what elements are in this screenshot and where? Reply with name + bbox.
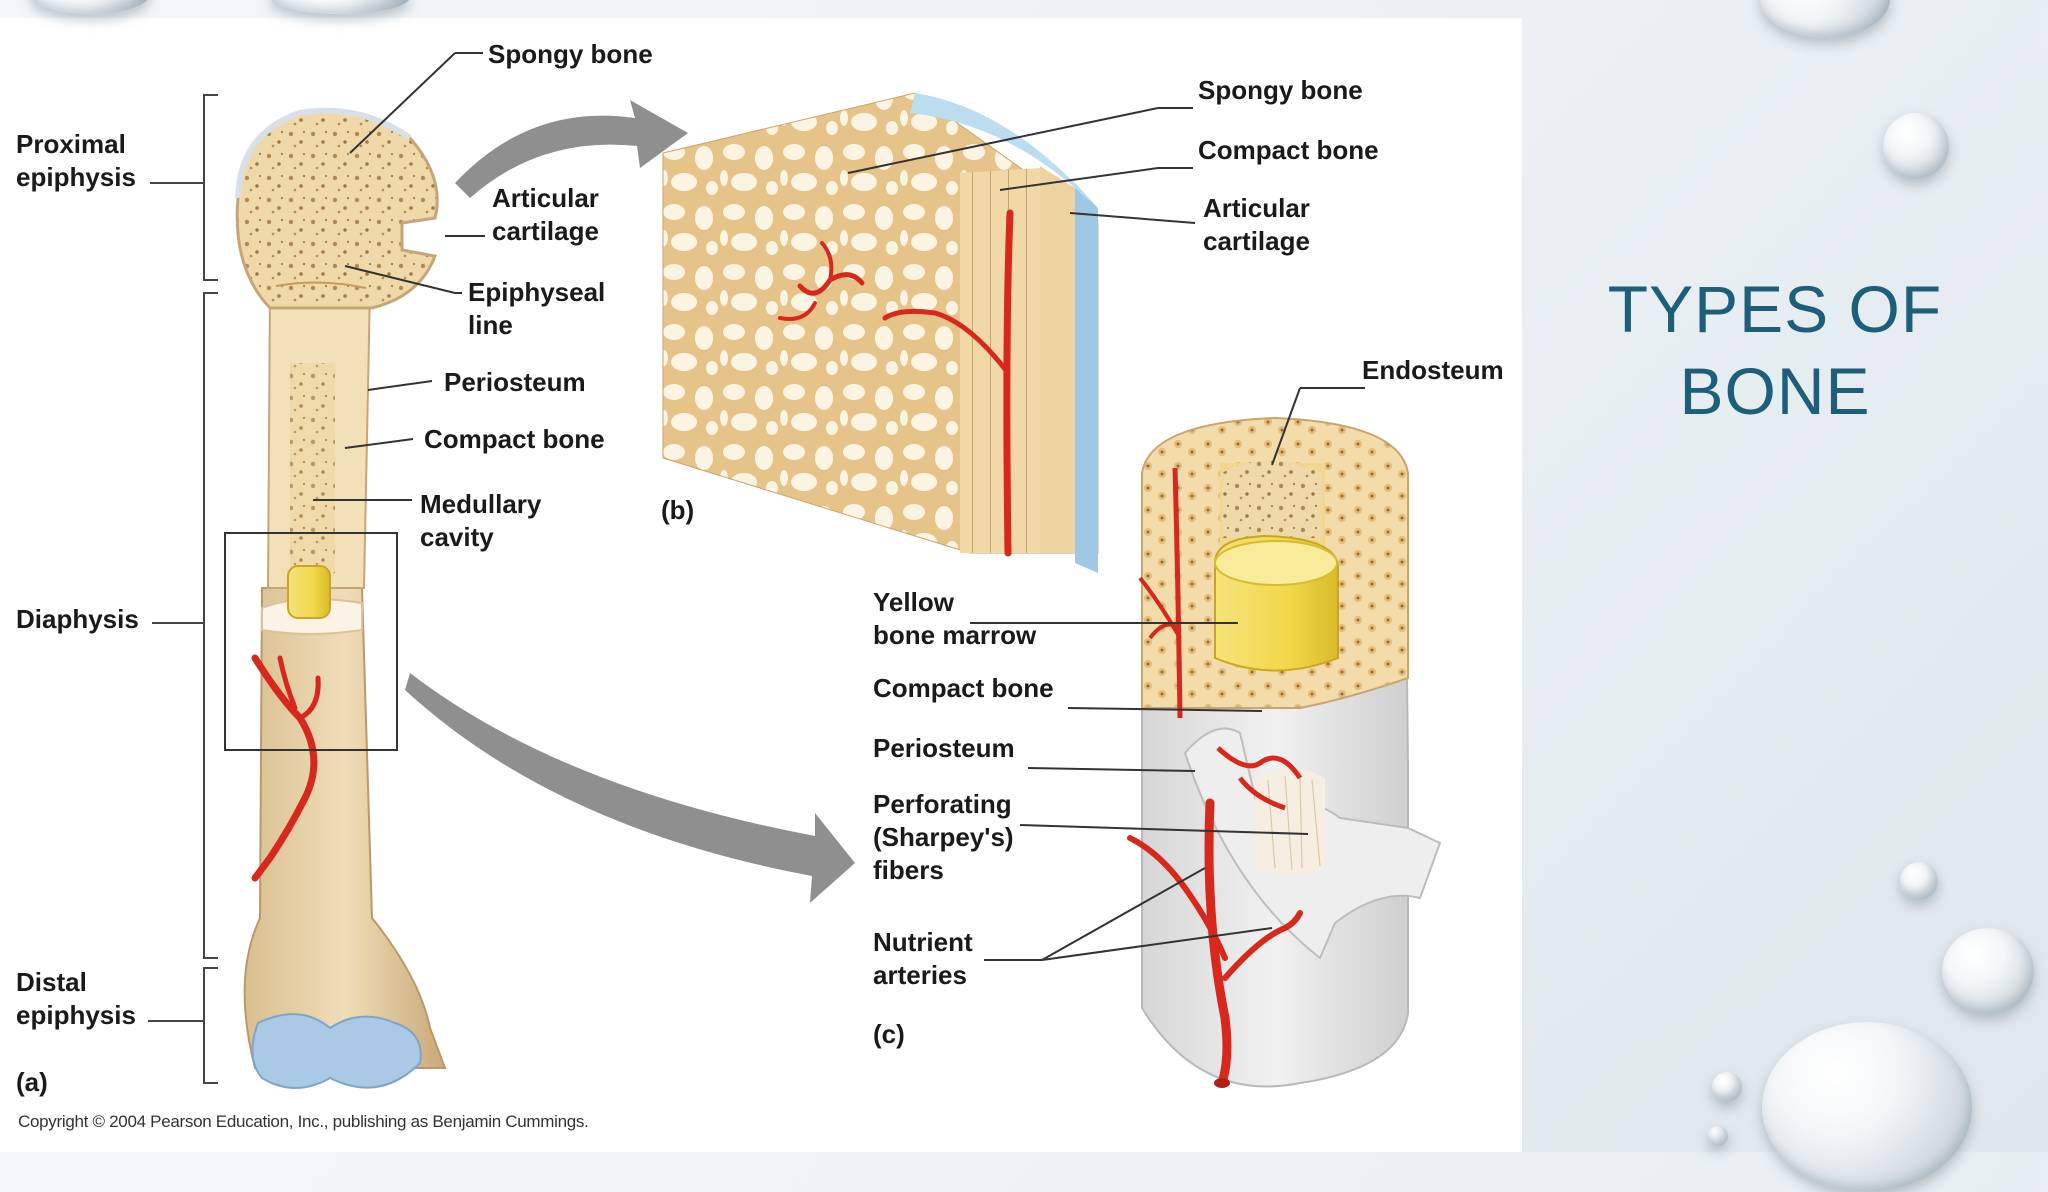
water-drop-icon [270, 0, 410, 14]
water-drop-icon [1708, 1126, 1728, 1146]
label-articular-cartilage-b: Articular cartilage [1203, 193, 1310, 256]
label-yellow-bone-marrow: Yellow bone marrow [873, 587, 1037, 650]
label-periosteum-c: Periosteum [873, 733, 1015, 763]
label-epiphyseal-line: Epiphyseal line [468, 277, 606, 340]
water-drop-icon [1942, 928, 2034, 1014]
bone-section-b [662, 92, 1099, 573]
label-proximal-epiphysis: Proximal epiphysis [16, 129, 136, 192]
leader-lines-b [847, 107, 1196, 224]
label-endosteum: Endosteum [1362, 355, 1504, 385]
label-compact-bone-b: Compact bone [1198, 135, 1379, 165]
water-drop-icon [1900, 862, 1938, 900]
label-compact-bone-c: Compact bone [873, 673, 1054, 703]
bone-illustration [148, 52, 1442, 1089]
panel-label-a: (a) [16, 1067, 48, 1097]
label-spongy-bone-b: Spongy bone [1198, 75, 1363, 105]
label-articular-cartilage-a: Articular cartilage [492, 183, 599, 246]
water-drop-icon [1883, 113, 1949, 179]
label-periosteum-a: Periosteum [444, 367, 586, 397]
label-compact-bone-a: Compact bone [424, 424, 605, 454]
bone-section-c [1127, 416, 1442, 1088]
arrow-to-b-icon [455, 100, 688, 198]
label-spongy-bone-a: Spongy bone [488, 39, 653, 69]
label-perforating-fibers: Perforating (Sharpey's) fibers [873, 789, 1014, 885]
label-distal-epiphysis: Distal epiphysis [16, 967, 136, 1030]
leader-lines-a [313, 52, 485, 501]
long-bone [224, 107, 447, 1089]
copyright-notice: Copyright © 2004 Pearson Education, Inc.… [18, 1112, 589, 1131]
label-nutrient-arteries: Nutrient arteries [873, 927, 973, 990]
water-drop-icon [1712, 1072, 1742, 1102]
panel-label-b: (b) [661, 495, 695, 525]
region-brackets [148, 94, 218, 1084]
water-drop-icon [1762, 1022, 1972, 1192]
label-diaphysis: Diaphysis [16, 604, 139, 634]
panel-label-c: (c) [873, 1019, 905, 1049]
leader-lines-c [970, 387, 1365, 961]
water-drop-icon [30, 0, 150, 14]
arrow-to-c-icon [405, 673, 855, 903]
label-medullary-cavity: Medullary cavity [420, 489, 542, 552]
bone-diagram: Proximal epiphysis Diaphysis Distal epip… [0, 18, 1522, 1152]
water-drop-icon [1760, 0, 1890, 38]
